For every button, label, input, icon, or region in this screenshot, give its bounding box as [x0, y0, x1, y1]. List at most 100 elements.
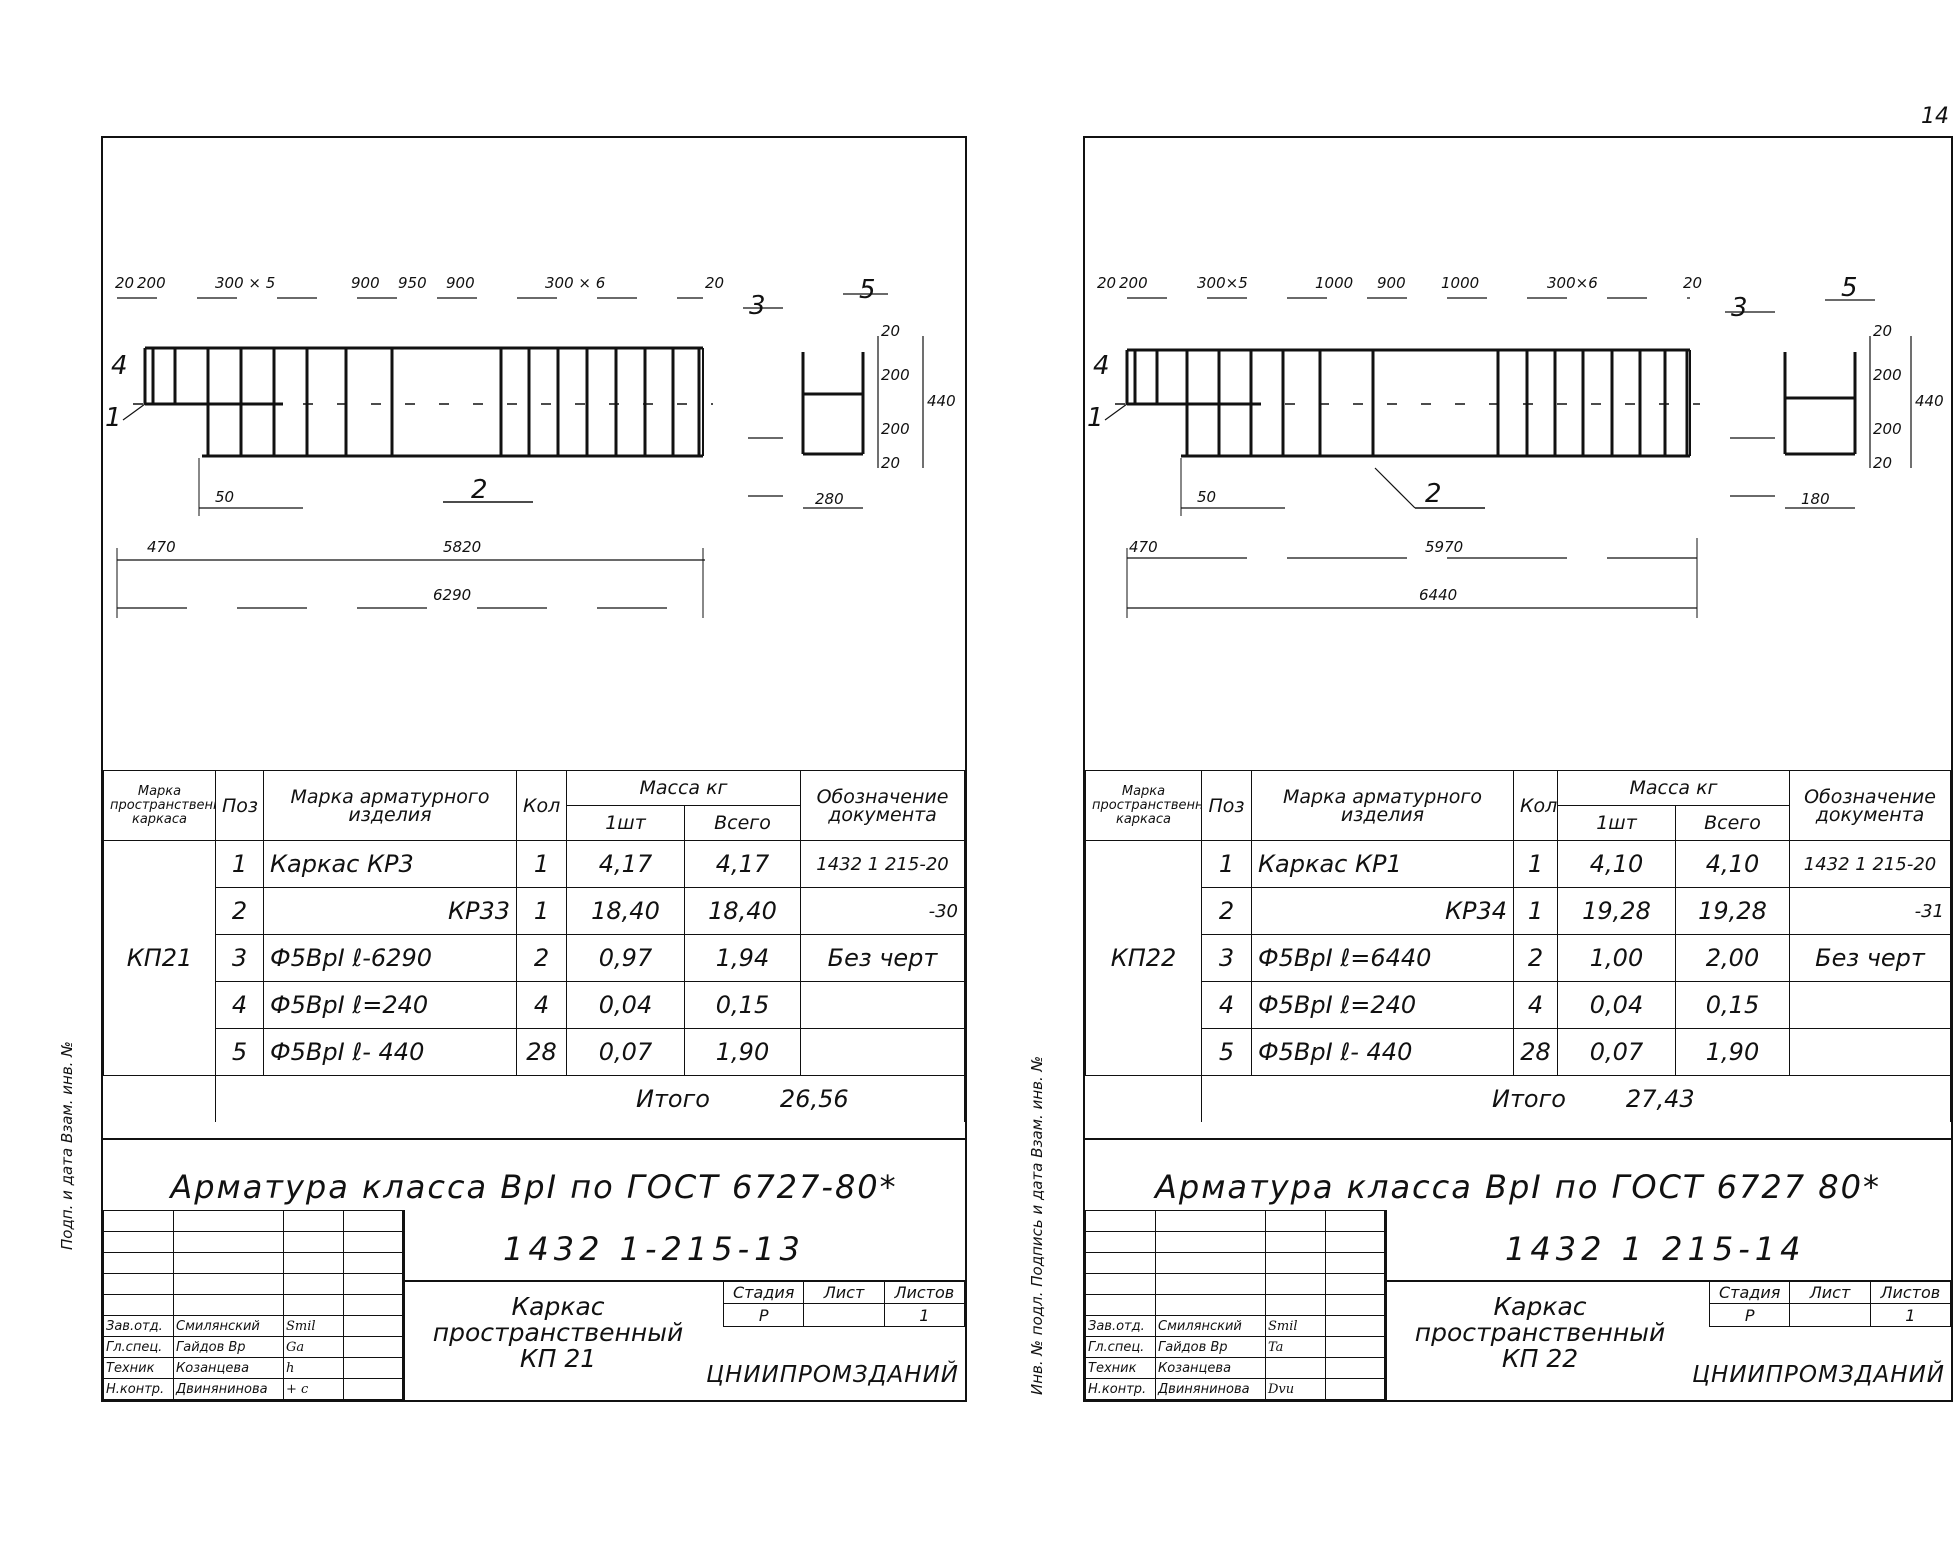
- dim-top-4: 900: [1377, 274, 1406, 292]
- sec-dim-3: 20: [1873, 454, 1892, 472]
- drawing-code: 1432 1-215-13: [503, 1230, 805, 1268]
- table-row: КП21 1 Каркас КР3 1 4,17 4,17 1432 1 215…: [103, 840, 965, 1076]
- sec-dim-0: 20: [881, 322, 900, 340]
- header-product: Марка арматурного изделия: [1251, 770, 1514, 841]
- cell-qty: 1: [516, 887, 567, 935]
- cell-unit: 1,00: [1557, 934, 1676, 982]
- cell-total: 0,15: [683, 981, 802, 1029]
- cell-total: 4,10: [1674, 840, 1791, 888]
- frame-drawing-left: 20 200 300 × 5 900 950 900 300 × 6 20 50…: [105, 274, 956, 618]
- dim-top-0: 20: [1097, 274, 1116, 292]
- dim-top-2: 300×5: [1197, 274, 1248, 292]
- drawing-code: 1432 1 215-14: [1505, 1230, 1806, 1268]
- cell-unit: 0,04: [1557, 981, 1676, 1029]
- stage-label: Стадия: [1708, 1280, 1791, 1304]
- title-line: пространственный: [1414, 1318, 1666, 1347]
- dim-bottom-1: 470: [1129, 538, 1158, 556]
- header-doc: Обозначение документа: [800, 770, 965, 841]
- dim-bottom-2: 5970: [1425, 538, 1463, 556]
- total-value: 27,43: [1625, 1085, 1695, 1113]
- cell-doc: [1789, 981, 1951, 1029]
- dim-bottom-2: 5820: [443, 538, 481, 556]
- header-mass: Масса кг: [565, 770, 802, 806]
- cell-product: Ф5ВрI ℓ-6290: [263, 934, 517, 982]
- header-mark: Марка пространственного каркаса: [103, 770, 216, 841]
- sheets-label: Листов: [883, 1280, 966, 1304]
- table-row: 3 Ф5ВрI ℓ-6290 2 0,97 1,94 Без черт: [104, 934, 965, 982]
- staff-name: Двинянинова: [173, 1378, 284, 1400]
- cell-pos: 3: [1201, 934, 1252, 982]
- table-row: 5 Ф5ВрI ℓ- 440 28 0,07 1,90: [104, 1028, 965, 1076]
- cell-doc: 1432 1 215-20: [800, 840, 965, 888]
- cell-unit: 4,17: [566, 840, 685, 888]
- dim-top-6: 300×6: [1547, 274, 1598, 292]
- sec-dim-4: 440: [927, 392, 956, 410]
- staff-role: Гл.спец.: [103, 1336, 174, 1358]
- dim-top-3: 1000: [1315, 274, 1353, 292]
- sec-dim-5: 280: [815, 490, 844, 508]
- callout-1: 1: [1087, 403, 1104, 433]
- staff-name: Гайдов Вр: [173, 1336, 284, 1358]
- cell-pos: 1: [215, 840, 264, 888]
- cell-product: КР34: [1251, 887, 1514, 935]
- cell-total: 1,90: [1674, 1028, 1791, 1076]
- table-row: 2 КР34 1 19,28 19,28 -31: [1086, 887, 1951, 935]
- cell-doc: Без черт: [800, 934, 965, 982]
- sec-dim-2: 200: [1873, 420, 1902, 438]
- callout-5: 5: [1841, 273, 1858, 303]
- dim-top-4: 950: [398, 274, 427, 292]
- staff-name: Смилянский: [173, 1315, 284, 1337]
- organization: ЦНИИПРОМЗДАНИЙ: [1692, 1362, 1945, 1388]
- dim-bottom-1: 470: [147, 538, 176, 556]
- staff-name: Гайдов Вр: [1155, 1336, 1266, 1358]
- drawing-title: Каркас пространственный КП 21: [413, 1294, 703, 1372]
- cell-pos: 5: [1201, 1028, 1252, 1076]
- drawing-title: Каркас пространственный КП 22: [1395, 1294, 1685, 1372]
- sec-dim-2: 200: [881, 420, 910, 438]
- sec-dim-0: 20: [1873, 322, 1892, 340]
- table-row: 4 Ф5ВрI ℓ=240 4 0,04 0,15: [1086, 981, 1951, 1029]
- sec-dim-1: 200: [1873, 366, 1902, 384]
- dim-top-7: 20: [1683, 274, 1702, 292]
- dim-top-1: 200: [1119, 274, 1148, 292]
- cell-total: 18,40: [683, 887, 802, 935]
- staff-role: Н.контр.: [1085, 1378, 1156, 1400]
- callout-3: 3: [1731, 293, 1748, 323]
- sec-dim-3: 20: [881, 454, 900, 472]
- sec-dim-1: 200: [881, 366, 910, 384]
- cell-qty: 1: [1513, 887, 1558, 935]
- dim-top-1: 200: [137, 274, 166, 292]
- cell-qty: 28: [1513, 1028, 1558, 1076]
- sheets-label: Листов: [1869, 1280, 1952, 1304]
- dim-bottom-3: 6440: [1419, 586, 1457, 604]
- staff-name: Смилянский: [1155, 1315, 1266, 1337]
- table-row: 5 Ф5ВрI ℓ- 440 28 0,07 1,90: [1086, 1028, 1951, 1076]
- cell-unit: 0,07: [566, 1028, 685, 1076]
- table-row: 4 Ф5ВрI ℓ=240 4 0,04 0,15: [104, 981, 965, 1029]
- staff-sign: + c: [283, 1378, 344, 1400]
- staff-sign: Ga: [283, 1336, 344, 1358]
- cell-product: Ф5ВрI ℓ=240: [1251, 981, 1514, 1029]
- cell-total: 4,17: [683, 840, 802, 888]
- cell-pos: 1: [1201, 840, 1252, 888]
- cell-total: 0,15: [1674, 981, 1791, 1029]
- dim-top-3: 900: [351, 274, 380, 292]
- rebar-note: Арматура класса ВрI по ГОСТ 6727-80*: [170, 1168, 898, 1206]
- header-qty: Кол: [1513, 770, 1558, 841]
- sec-dim-5: 180: [1801, 490, 1830, 508]
- stage-value: Р: [722, 1303, 805, 1327]
- staff-name: Козанцева: [1155, 1357, 1266, 1379]
- staff-role: Зав.отд.: [103, 1315, 174, 1337]
- specification-table-right: Марка пространственного каркаса Поз Марк…: [1085, 770, 1951, 1122]
- staff-sign: [1265, 1357, 1326, 1379]
- cell-doc: Без черт: [1789, 934, 1951, 982]
- sheet-label: Лист: [803, 1280, 885, 1304]
- dim-top-7: 20: [705, 274, 724, 292]
- cell-pos: 5: [215, 1028, 264, 1076]
- cell-pos: 3: [215, 934, 264, 982]
- header-qty: Кол: [516, 770, 567, 841]
- header-mass-unit: 1шт: [1557, 805, 1676, 841]
- cell-product: Ф5ВрI ℓ=240: [263, 981, 517, 1029]
